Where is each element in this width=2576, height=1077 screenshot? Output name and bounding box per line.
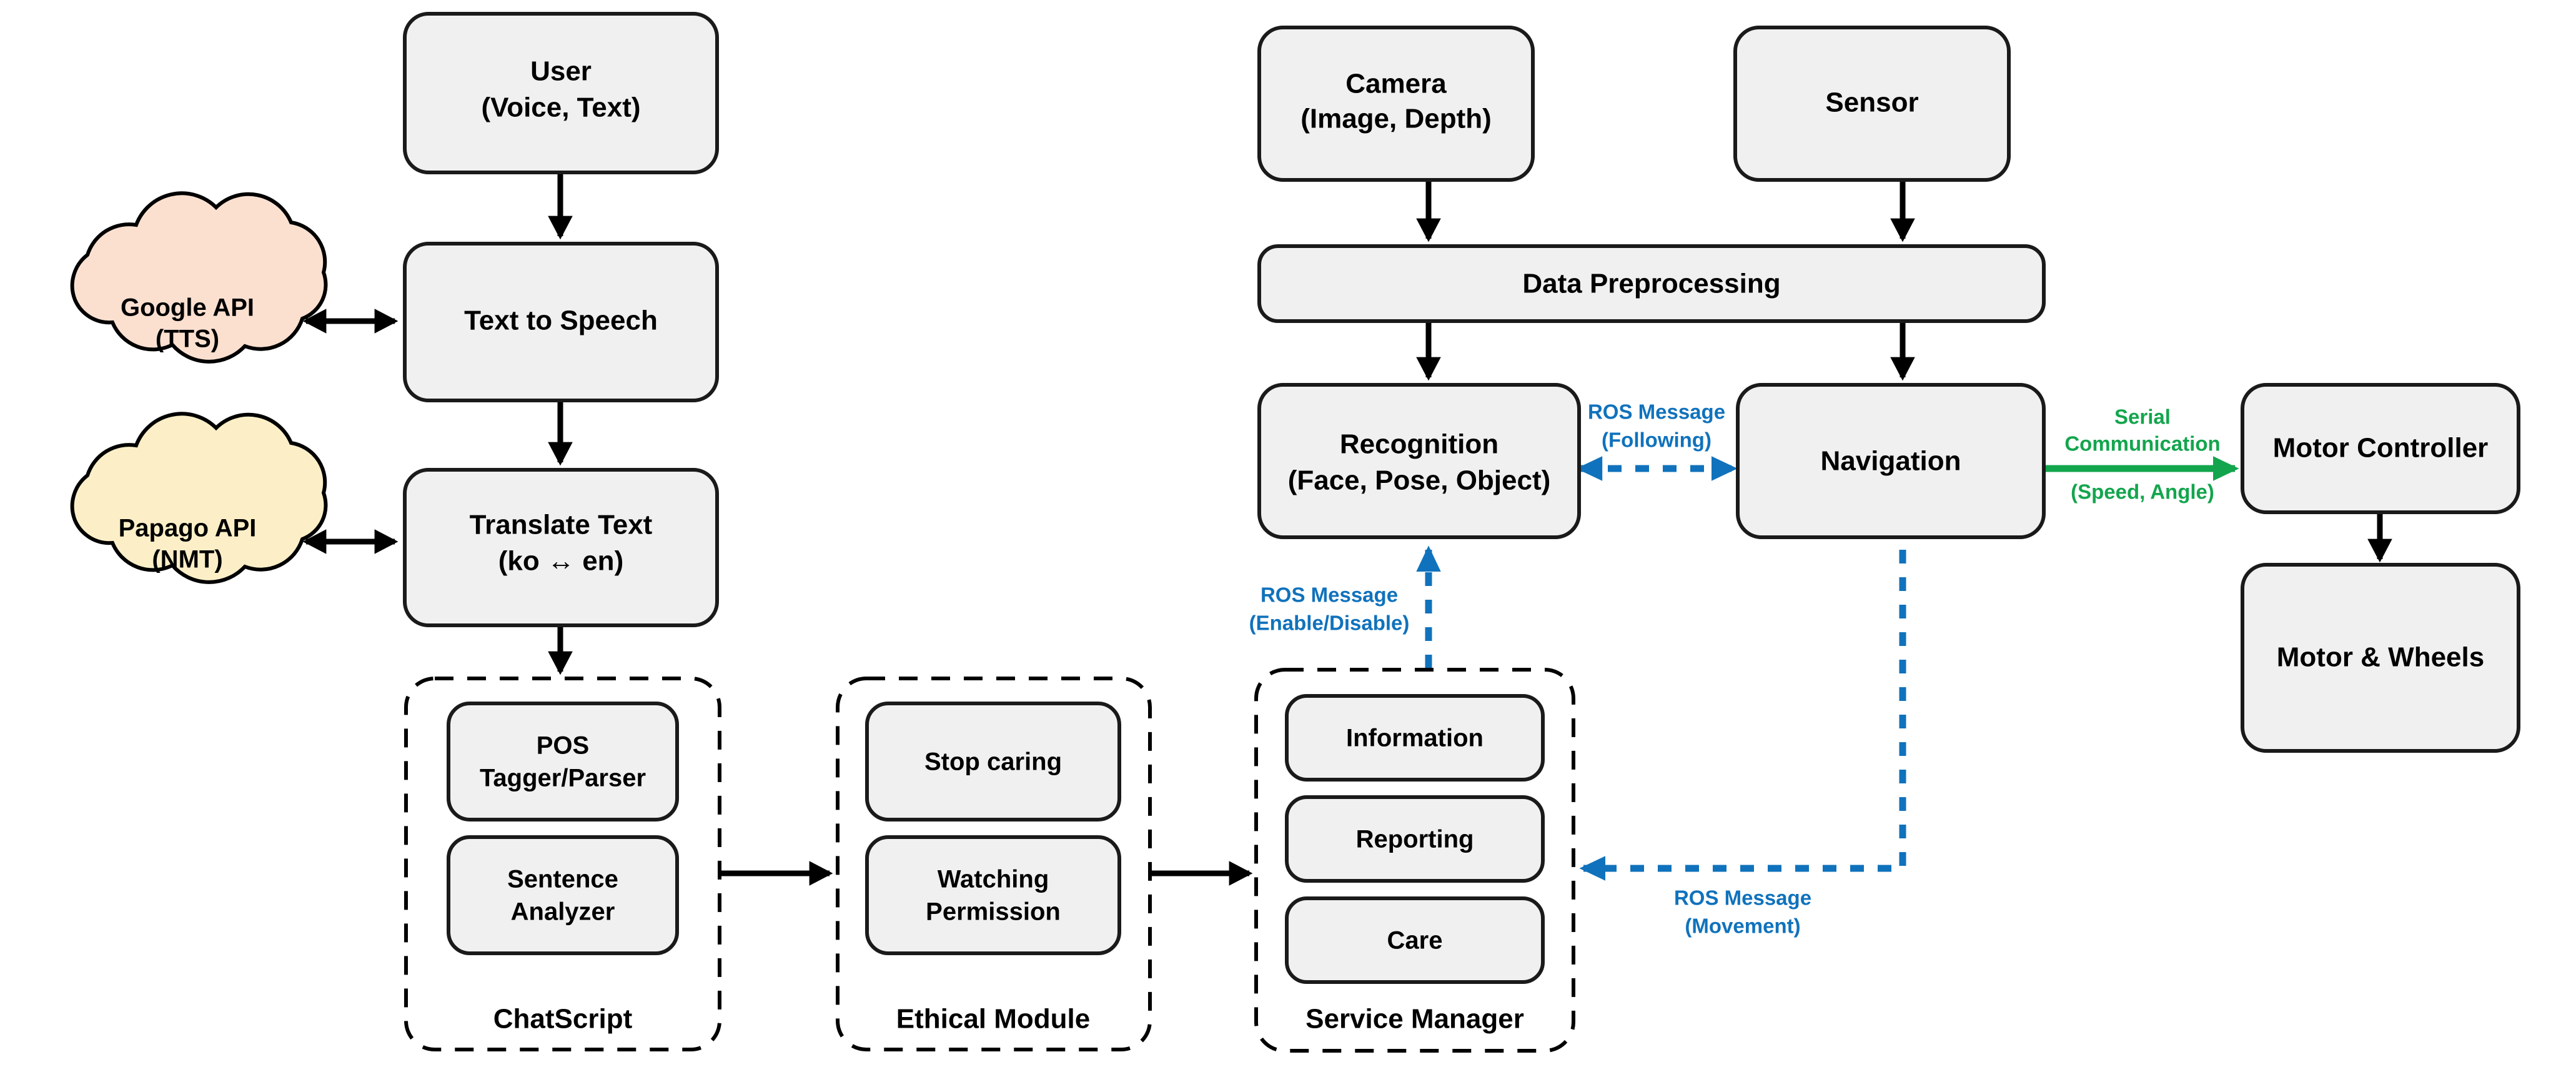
node-user-line1: User <box>530 56 592 87</box>
label-serial-communication-line1: Serial <box>2114 405 2171 429</box>
label-ros-enable-disable-line2: (Enable/Disable) <box>1249 612 1410 635</box>
node-watching-permission[interactable]: Watching Permission <box>865 835 1121 955</box>
node-sentence-analyzer[interactable]: Sentence Analyzer <box>447 835 679 955</box>
label-ros-movement-line1: ROS Message <box>1674 886 1811 910</box>
group-ethical-module-label: Ethical Module <box>896 1004 1090 1035</box>
cloud-papago-api-line1: Papago API <box>119 515 257 542</box>
node-information[interactable]: Information <box>1285 694 1545 782</box>
node-recognition-line2: (Face, Pose, Object) <box>1288 465 1551 496</box>
node-stop-caring-label: Stop caring <box>924 748 1062 776</box>
node-watching-permission-line2: Permission <box>926 898 1061 926</box>
group-chatscript <box>404 677 721 1051</box>
label-ros-following-line2: (Following) <box>1602 429 1712 452</box>
node-translate-text-line1: Translate Text <box>470 510 653 540</box>
label-ros-enable-disable: ROS Message (Enable/Disable) <box>1249 583 1410 635</box>
cloud-google-api[interactable]: Google API (TTS) <box>70 191 328 364</box>
edge-ros-movement <box>1579 550 1906 881</box>
cloud-papago-api-line2: (NMT) <box>152 546 222 573</box>
label-serial-communication: Serial Communication (Speed, Angle) <box>2064 405 2220 504</box>
node-care[interactable]: Care <box>1285 896 1545 984</box>
cloud-papago-api[interactable]: Papago API (NMT) <box>70 412 328 584</box>
label-serial-communication-line3: (Speed, Angle) <box>2071 480 2214 504</box>
group-service-manager-label: Service Manager <box>1305 1004 1524 1035</box>
node-camera-line1: Camera <box>1345 69 1447 99</box>
node-sentence-analyzer-line1: Sentence <box>507 866 618 893</box>
node-reporting-label: Reporting <box>1356 826 1474 853</box>
node-sensor[interactable]: Sensor <box>1733 26 2011 182</box>
node-information-label: Information <box>1346 725 1484 752</box>
node-watching-permission-line1: Watching <box>938 866 1049 893</box>
node-motor-wheels[interactable]: Motor & Wheels <box>2241 563 2520 753</box>
node-camera[interactable]: Camera (Image, Depth) <box>1257 26 1535 182</box>
cloud-google-api-line1: Google API <box>121 294 254 322</box>
node-stop-caring[interactable]: Stop caring <box>865 702 1121 821</box>
label-ros-movement: ROS Message (Movement) <box>1674 886 1811 938</box>
node-user[interactable]: User (Voice, Text) <box>403 12 719 174</box>
node-camera-line2: (Image, Depth) <box>1300 104 1492 134</box>
node-motor-controller[interactable]: Motor Controller <box>2241 383 2520 514</box>
node-translate-text[interactable]: Translate Text (ko ↔ en) <box>403 468 719 627</box>
node-pos-tagger-line1: POS <box>537 732 589 760</box>
label-ros-following: ROS Message (Following) <box>1588 400 1725 452</box>
node-care-label: Care <box>1387 927 1443 955</box>
node-pos-tagger[interactable]: POS Tagger/Parser <box>447 702 679 821</box>
node-navigation[interactable]: Navigation <box>1736 383 2046 539</box>
cloud-google-api-line2: (TTS) <box>156 325 219 353</box>
node-pos-tagger-line2: Tagger/Parser <box>480 765 646 792</box>
group-chatscript-label: ChatScript <box>493 1004 633 1035</box>
node-data-preprocessing-label: Data Preprocessing <box>1522 269 1780 299</box>
label-ros-movement-line2: (Movement) <box>1685 915 1800 938</box>
label-ros-following-line1: ROS Message <box>1588 400 1725 424</box>
node-user-line2: (Voice, Text) <box>481 92 640 123</box>
label-ros-enable-disable-line1: ROS Message <box>1261 583 1398 607</box>
node-recognition[interactable]: Recognition (Face, Pose, Object) <box>1257 383 1581 539</box>
node-sentence-analyzer-line2: Analyzer <box>511 898 615 926</box>
node-navigation-label: Navigation <box>1821 446 1961 477</box>
group-service-manager <box>1254 668 1575 1053</box>
node-text-to-speech[interactable]: Text to Speech <box>403 242 719 402</box>
node-data-preprocessing[interactable]: Data Preprocessing <box>1257 244 2046 323</box>
node-text-to-speech-label: Text to Speech <box>464 305 658 336</box>
node-motor-controller-label: Motor Controller <box>2273 433 2489 464</box>
group-ethical-module <box>836 677 1152 1051</box>
label-serial-communication-line2: Communication <box>2064 432 2220 455</box>
node-translate-text-line2: (ko ↔ en) <box>498 546 623 577</box>
node-reporting[interactable]: Reporting <box>1285 795 1545 883</box>
node-motor-wheels-label: Motor & Wheels <box>2277 642 2484 673</box>
node-recognition-line1: Recognition <box>1340 429 1499 460</box>
node-sensor-label: Sensor <box>1825 87 1918 118</box>
